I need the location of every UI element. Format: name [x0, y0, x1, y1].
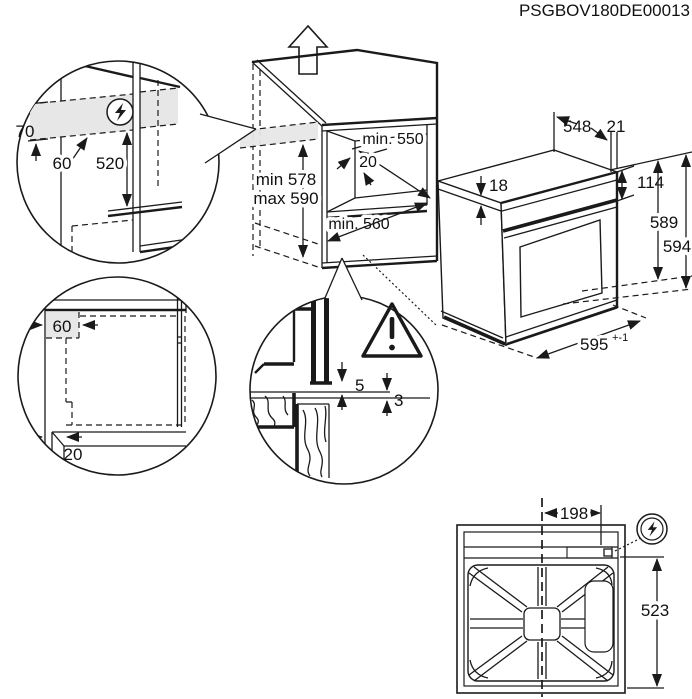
recess-shade: [46, 312, 79, 338]
dim-depth-min-560: min. 560: [328, 216, 389, 233]
dim-clearance-520: 520: [96, 154, 124, 173]
dim-rear-gap-20: 20: [359, 154, 377, 171]
dim-top-18: 18: [489, 176, 508, 195]
rear-lightning-icon: [612, 513, 668, 553]
dim-gap-5: 5: [355, 376, 364, 395]
dim-niche-max-590: max 590: [253, 189, 318, 208]
dim-depth-548: 548: [563, 117, 591, 136]
dim-plinth-gap-20: 20: [64, 445, 83, 464]
warning-icon: [361, 302, 423, 358]
dim-gap-3: 3: [394, 391, 403, 410]
oven-door-window: [519, 219, 603, 318]
detail-door-gap: 5 3: [249, 254, 439, 485]
dim-rear-height-523: 523: [641, 601, 669, 620]
dim-overhang-21: 21: [607, 117, 626, 136]
mains-connection-point: [603, 548, 613, 557]
dim-strip-height-70: 70: [16, 122, 35, 141]
rear-view-drawing: 198 523: [456, 498, 673, 697]
wood-section-right: [295, 403, 330, 478]
dim-width-tolerance: +-1: [612, 332, 628, 344]
detail-recess: 60 20: [17, 276, 217, 476]
dim-height-589: 589: [650, 213, 678, 232]
dim-strip-offset-60: 60: [53, 154, 72, 173]
electrical-strip-shade: [30, 94, 133, 140]
dim-height-594: 594: [663, 237, 691, 256]
dim-recess-60: 60: [53, 317, 72, 336]
dim-cable-offset-198: 198: [560, 504, 588, 523]
electrical-lightning-icon: [106, 98, 134, 126]
dim-width-595: 595: [580, 335, 608, 354]
document-code: PSGBOV180DE00013: [519, 1, 690, 20]
cabinet-drawing: min. 550 20 min 578 max 590 min. 560: [239, 24, 439, 270]
dim-niche-min-578: min 578: [256, 170, 316, 189]
detail-electrical-clearance: 70 60 520: [16, 60, 257, 264]
direction-up-arrow-icon: [287, 24, 329, 75]
electrical-zone-shade: [240, 122, 318, 148]
dim-panel-114: 114: [637, 173, 664, 192]
dim-depth-min-550: min. 550: [362, 131, 423, 148]
oven-drawing: 548 21 18 114 589 594 595 +-1: [435, 112, 692, 359]
